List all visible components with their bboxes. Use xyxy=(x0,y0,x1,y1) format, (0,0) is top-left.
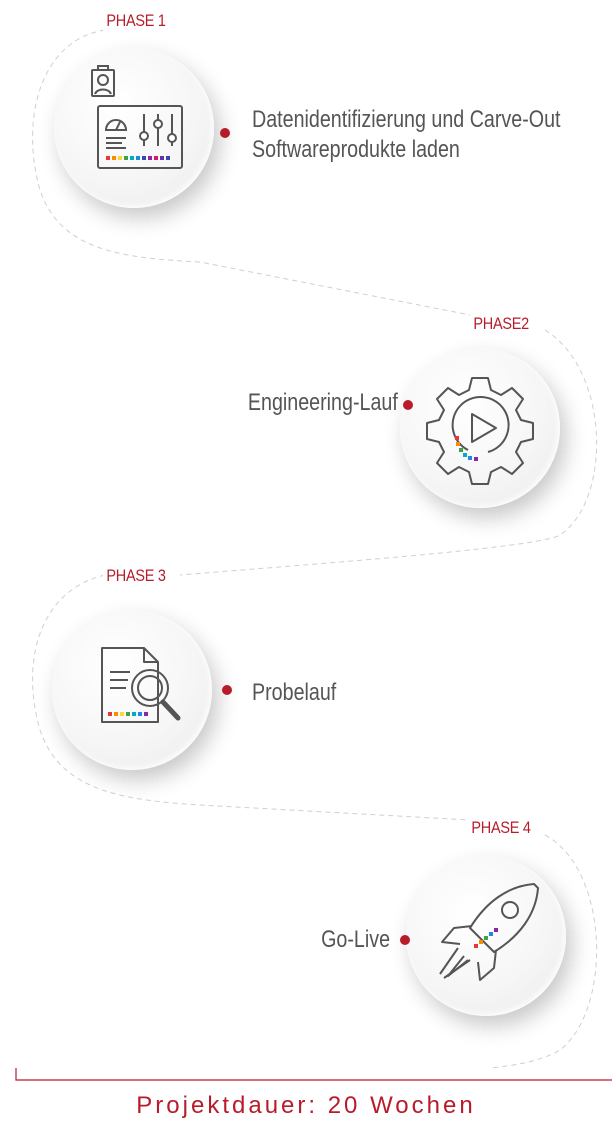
phase-2-circle xyxy=(400,348,560,508)
phase-2-label: PHASE2 xyxy=(470,314,533,334)
phase-4-circle xyxy=(406,856,566,1016)
phase-1-label: PHASE 1 xyxy=(103,11,170,31)
phase-3-dot xyxy=(222,685,232,695)
project-duration: Projektdauer: 20 Wochen xyxy=(136,1092,476,1119)
phase-1-dot xyxy=(220,128,230,138)
dashboard-controls-icon xyxy=(91,65,183,169)
phase-4-label: PHASE 4 xyxy=(468,818,535,838)
phase-2-title: Engineering-Lauf xyxy=(248,389,398,416)
phase-1-title: Datenidentifizierung und Carve-Out Softw… xyxy=(252,106,561,163)
phase-3-circle xyxy=(52,610,212,770)
gear-play-icon xyxy=(426,377,534,485)
phase-1-circle xyxy=(54,48,214,208)
rocket-icon xyxy=(439,883,539,981)
phase-3-label: PHASE 3 xyxy=(103,566,170,586)
document-search-icon xyxy=(101,647,181,723)
duration-bracket xyxy=(15,1068,612,1081)
phase-2-dot xyxy=(403,400,413,410)
phase-4-dot xyxy=(400,935,410,945)
phase-4-title: Go-Live xyxy=(321,926,390,953)
phase-3-title: Probelauf xyxy=(252,679,337,706)
